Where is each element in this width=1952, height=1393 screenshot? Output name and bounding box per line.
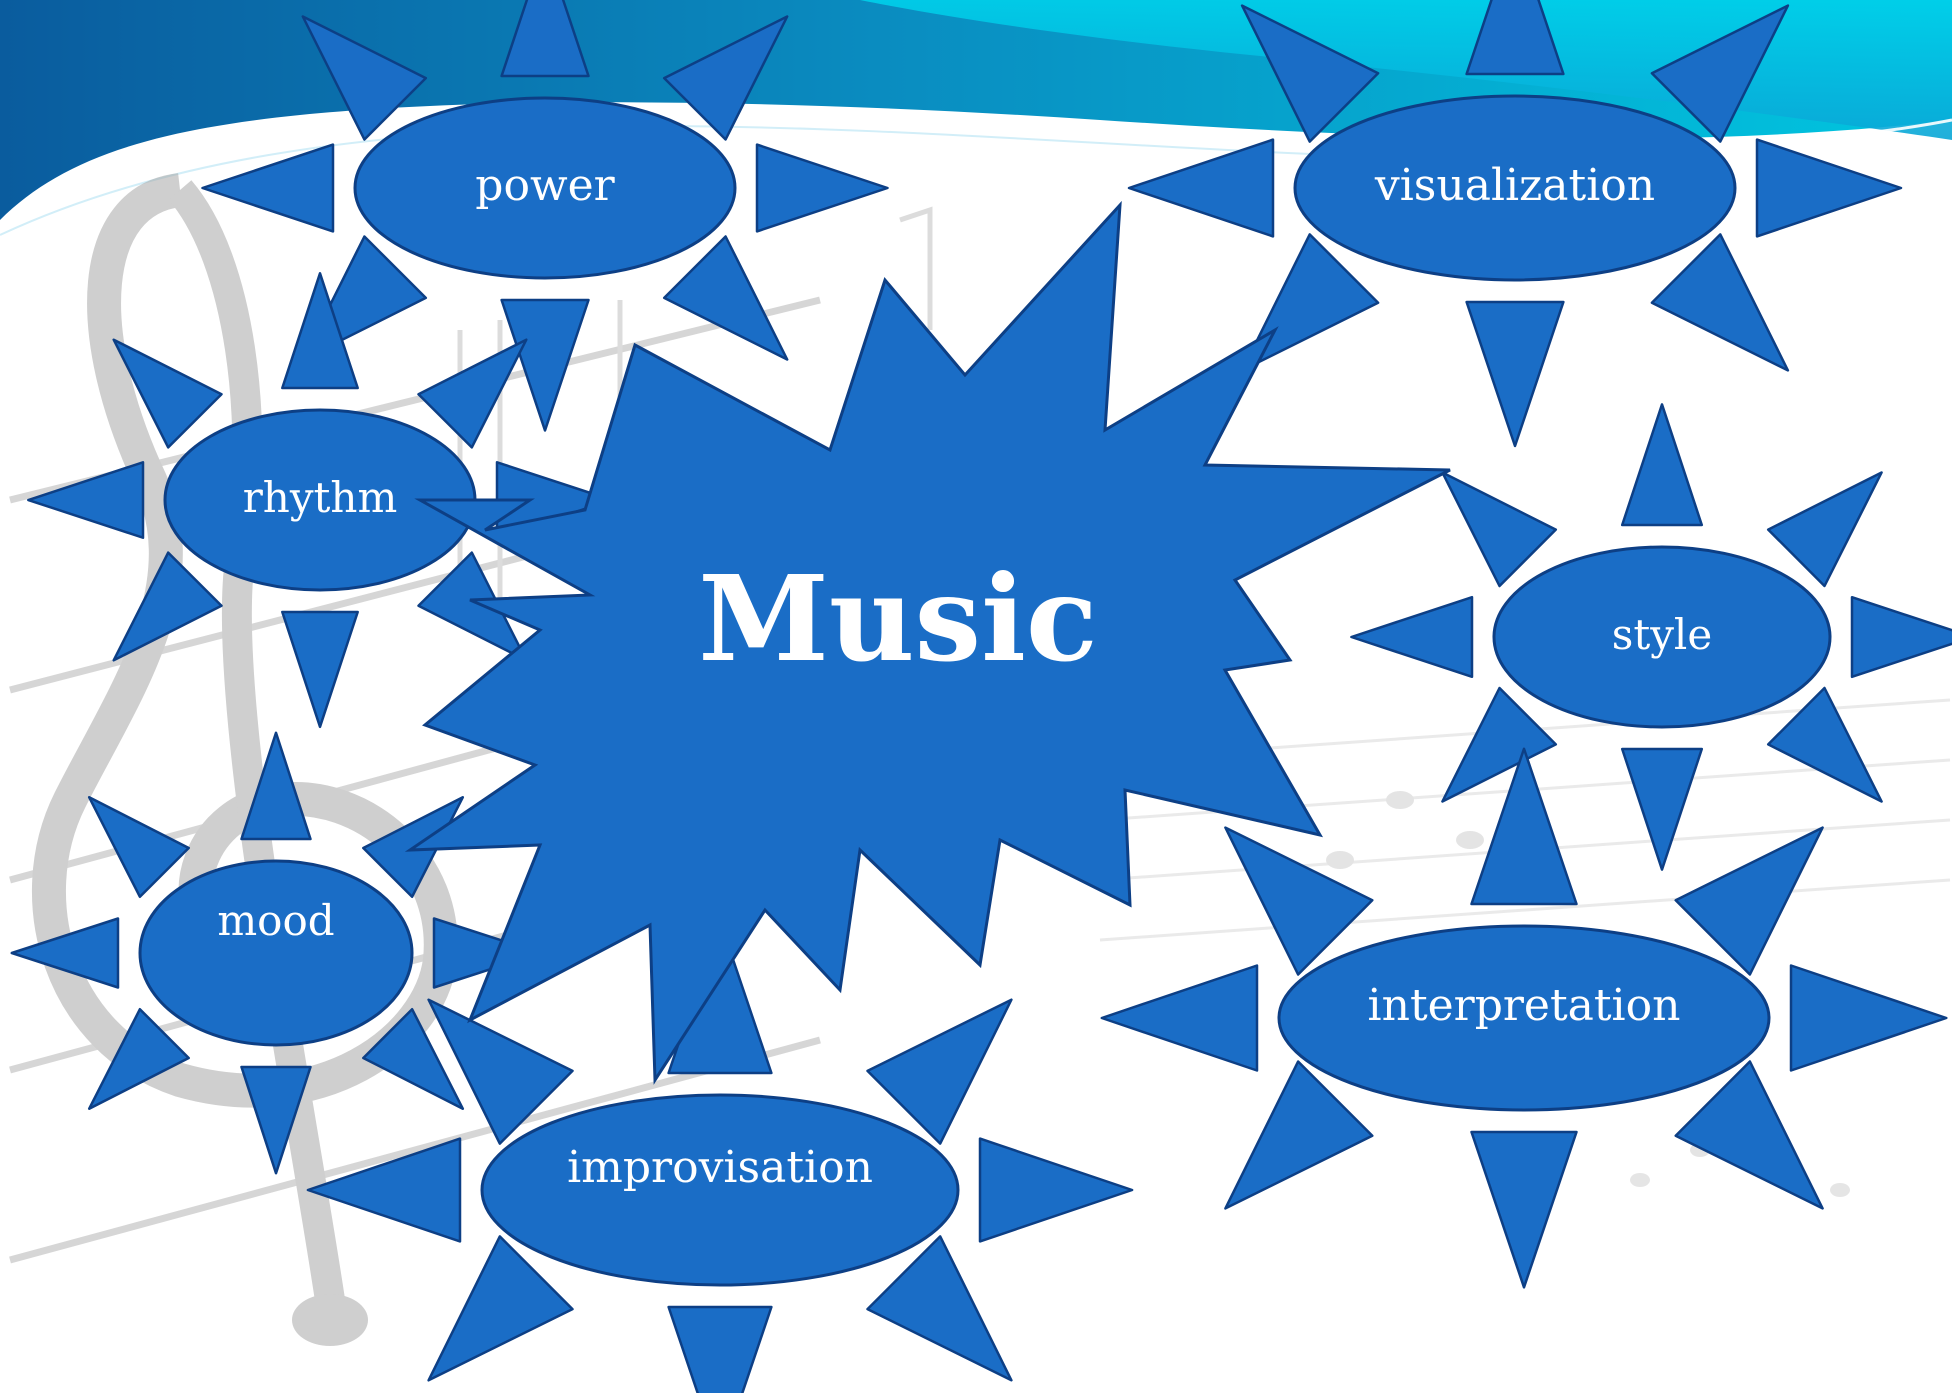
concept-oval-interpretation [1277, 924, 1771, 1112]
sun-ray-triangle [1755, 138, 1903, 238]
music-label: Music [698, 549, 1098, 688]
concept-label-improvisation: improvisation [567, 1142, 873, 1193]
sun-ray-triangle [306, 1137, 462, 1243]
sun-ray-triangle [755, 143, 889, 233]
sun-ray-triangle [1674, 1060, 1824, 1210]
sun-ray-triangle [662, 235, 789, 361]
sun-ray-triangle [1766, 471, 1883, 588]
concept-oval-visualization [1293, 94, 1737, 282]
concept-oval-style [1492, 545, 1832, 729]
sun-ray-triangle [1465, 0, 1565, 76]
sun-ray-triangle [362, 1007, 465, 1110]
sun-ray-triangle [1441, 686, 1558, 803]
sun-ray-triangle [1470, 1130, 1578, 1289]
sun-ray-triangle [1650, 4, 1790, 143]
sun-ray-triangle [87, 1007, 190, 1110]
sun-ray-triangle [27, 461, 145, 539]
concept-sun-interpretation: interpretation [1100, 747, 1948, 1289]
sun-ray-triangle [432, 917, 542, 989]
sun-ray-triangle [500, 0, 590, 78]
sun-ray-triangle [240, 1065, 312, 1175]
sun-ray-triangle [112, 338, 223, 449]
sun-ray-triangle [112, 551, 223, 662]
concept-label-visualization: visualization [1374, 160, 1655, 211]
concept-label-power: power [475, 160, 615, 211]
sun-ray-triangle [1224, 1060, 1374, 1210]
concept-label-style: style [1612, 610, 1712, 659]
concept-oval-improvisation [480, 1093, 960, 1287]
music-burst: Music [404, 200, 1451, 1085]
sun-ray-triangle [281, 610, 359, 729]
sun-ray-triangle [1224, 826, 1374, 976]
concept-sun-rhythm: rhythm [27, 272, 614, 729]
sun-ray-triangle [1789, 964, 1948, 1072]
sun-ray-triangle [1441, 471, 1558, 588]
sun-ray-triangle [240, 731, 312, 841]
concept-sun-improvisation: improvisation [306, 919, 1134, 1393]
sun-ray-triangle [1240, 233, 1380, 372]
sun-ray-triangle [1465, 300, 1565, 448]
concept-sun-visualization: visualization [1127, 0, 1903, 448]
sun-ray-triangle [1620, 747, 1704, 871]
sun-ray-triangle [1674, 826, 1824, 976]
concept-label-interpretation: interpretation [1368, 980, 1681, 1031]
sun-ray-triangle [1100, 964, 1259, 1072]
sun-ray-triangle [667, 1305, 773, 1393]
sun-ray-triangle [1850, 595, 1952, 679]
sun-ray-triangle [1766, 686, 1883, 803]
sun-ray-triangle [1127, 138, 1275, 238]
sun-ray-triangle [281, 272, 359, 390]
concept-sun-mood: mood [10, 731, 542, 1175]
sun-ray-triangle [978, 1137, 1134, 1243]
sun-ray-triangle [427, 998, 574, 1145]
concept-label-rhythm: rhythm [243, 473, 398, 522]
header-banner [0, 0, 1952, 236]
concept-sun-style: style [1350, 403, 1952, 871]
sun-ray-triangle [866, 1235, 1013, 1382]
sun-ray-triangle [1350, 595, 1474, 679]
sun-ray-triangle [500, 298, 590, 432]
concept-sun-power: power [201, 0, 889, 432]
sun-ray-triangle [417, 338, 528, 449]
sun-ray-triangle [866, 998, 1013, 1145]
concept-label-mood: mood [217, 896, 334, 945]
sun-ray-triangle [1620, 403, 1704, 527]
sun-ray-triangle [1650, 233, 1790, 372]
sun-ray-triangle [301, 15, 428, 141]
sun-ray-triangle [662, 15, 789, 141]
sun-ray-triangle [87, 796, 190, 899]
sun-ray-triangle [1240, 4, 1380, 143]
sun-ray-triangle [427, 1235, 574, 1382]
concept-oval-power [353, 96, 737, 280]
sun-ray-triangle [201, 143, 335, 233]
sun-ray-triangle [1470, 747, 1578, 906]
sun-ray-triangle [10, 917, 120, 989]
music-burst-shape [404, 200, 1451, 1085]
concept-oval-mood [138, 859, 414, 1047]
